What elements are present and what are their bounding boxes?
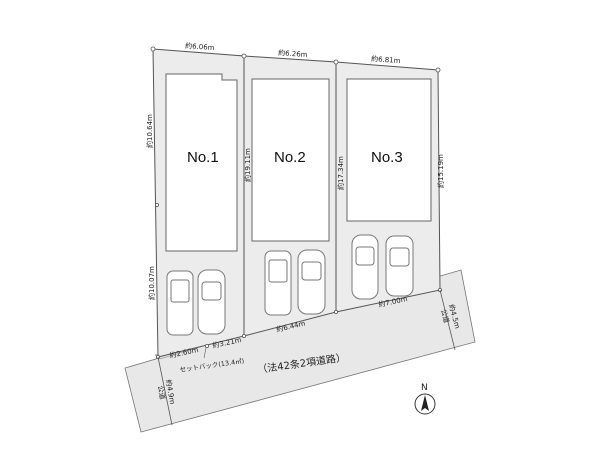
building-no2 <box>251 78 330 242</box>
dim-lot1-side-lower: 約10.07m <box>147 266 156 300</box>
lot-label-no3: No.3 <box>371 149 403 166</box>
dim-lot2-top: 約6.26m <box>278 48 308 59</box>
dim-lot1-top: 約6.06m <box>185 41 215 52</box>
dim-lot2-side: 約19.11m <box>243 148 252 182</box>
dim-lot3-side-right: 約15.19m <box>436 154 445 188</box>
dim-lot3-top: 約6.81m <box>371 54 401 65</box>
lot-label-no1: No.1 <box>187 149 219 166</box>
lot-label-no2: No.2 <box>274 149 306 166</box>
north-arrow-icon: N <box>414 383 436 415</box>
dim-lot1-side-upper: 約10.64m <box>145 114 154 148</box>
building-no1 <box>165 73 238 252</box>
dim-lot3-side-left: 約17.34m <box>336 156 345 190</box>
dim-road-right-type: 公道 <box>439 308 451 324</box>
dim-road-left-type: 公道 <box>156 385 167 400</box>
compass-label: N <box>421 383 428 393</box>
dim-road-left: 約4.9m <box>164 379 177 405</box>
building-no3 <box>346 78 432 222</box>
car-icons <box>166 234 414 336</box>
